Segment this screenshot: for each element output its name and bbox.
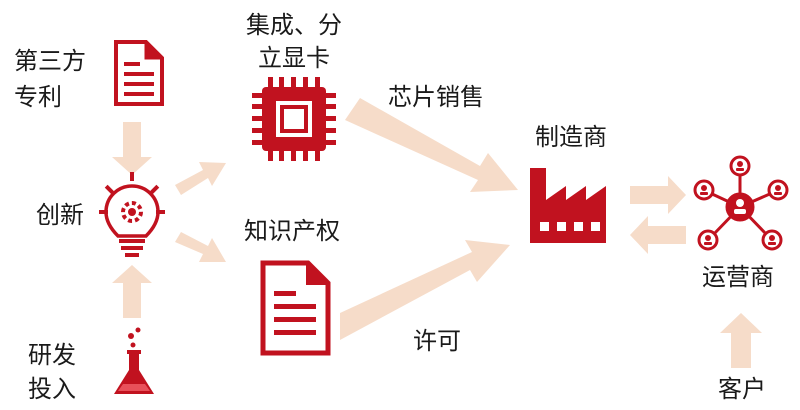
label-chip-sales: 芯片销售 xyxy=(388,83,484,111)
label-third-party-patent-line2: 专利 xyxy=(14,83,62,111)
label-license: 许可 xyxy=(413,327,461,355)
label-manufacturer: 制造商 xyxy=(535,123,607,151)
label-third-party-patent-line1: 第三方 xyxy=(14,47,86,75)
document-icon xyxy=(114,40,164,106)
label-innovation: 创新 xyxy=(36,201,84,229)
arrow-innovation-to-ip xyxy=(175,232,226,262)
arrow-patent-to-innovation xyxy=(112,122,152,175)
arrow-chip-sales xyxy=(345,98,518,192)
label-integrated-gpu-line2: 立显卡 xyxy=(258,44,330,72)
factory-icon xyxy=(530,168,606,243)
document-icon-ip xyxy=(260,260,331,356)
label-customer: 客户 xyxy=(718,375,766,403)
label-rnd-line2: 投入 xyxy=(28,375,76,403)
arrow-rnd-to-innovation xyxy=(112,265,152,318)
arrow-innovation-to-chip xyxy=(175,162,226,195)
label-operator: 运营商 xyxy=(702,263,774,291)
label-rnd-line1: 研发 xyxy=(28,341,76,369)
network-person-glyphs xyxy=(700,161,782,245)
label-integrated-gpu-line1: 集成、分 xyxy=(246,11,342,39)
label-ip: 知识产权 xyxy=(244,217,340,245)
chip-icon xyxy=(252,77,336,161)
arrow-manufacturer-to-operator xyxy=(630,176,686,214)
lightbulb-gear-icon xyxy=(99,172,165,257)
arrow-customer-to-operator xyxy=(720,313,762,368)
arrow-operator-to-manufacturer xyxy=(630,216,686,254)
arrow-license xyxy=(340,240,510,340)
flask-icon xyxy=(114,327,154,394)
